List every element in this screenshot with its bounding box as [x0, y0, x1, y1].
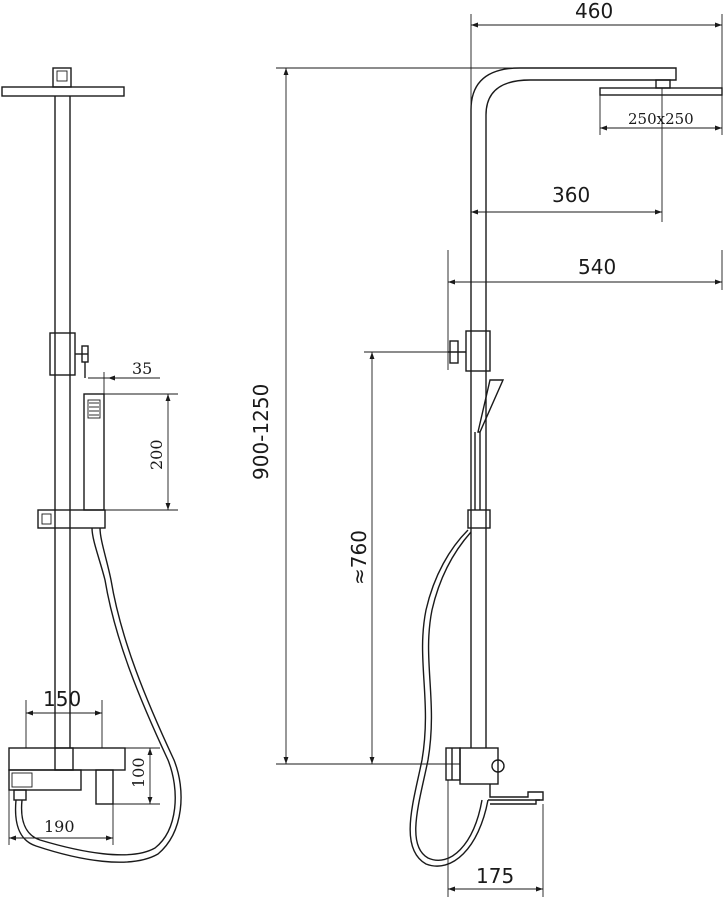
side-rain-head	[599, 87, 723, 96]
side-diverter-block	[465, 330, 491, 372]
front-mixer-lever	[95, 769, 114, 805]
front-mixer-body	[8, 747, 126, 771]
front-head-connector	[52, 67, 72, 88]
side-riser-with-arm	[470, 67, 677, 748]
side-head-connector	[655, 79, 671, 89]
front-mixer-handle-block	[54, 747, 74, 771]
dim-label-175: 175	[476, 864, 514, 888]
dim-label-760: ≈760	[347, 530, 371, 585]
side-hose	[415, 531, 483, 861]
dim-label-190: 190	[44, 817, 75, 836]
side-hand-shower	[477, 379, 505, 433]
dim-label-200: 200	[147, 439, 166, 470]
dim-label-460: 460	[575, 0, 613, 23]
side-dimension-lines	[276, 14, 723, 897]
side-hand-shower-holder	[467, 509, 491, 529]
front-hand-shower-holder	[37, 509, 106, 529]
dim-label-35: 35	[132, 359, 152, 378]
dim-label-900-1250: 900-1250	[249, 384, 273, 480]
front-rain-head	[1, 86, 125, 97]
dim-label-150: 150	[43, 687, 81, 711]
side-mixer-inlet	[491, 759, 505, 773]
dim-label-250x250: 250x250	[628, 110, 694, 128]
front-view	[1, 67, 182, 863]
side-spout	[489, 784, 544, 805]
front-diverter-block	[49, 332, 76, 376]
front-dimension-lines	[8, 372, 178, 845]
dim-label-100: 100	[129, 757, 148, 788]
dim-label-360: 360	[552, 183, 590, 207]
dim-label-540: 540	[578, 255, 616, 279]
side-diverter-knob	[449, 340, 459, 364]
